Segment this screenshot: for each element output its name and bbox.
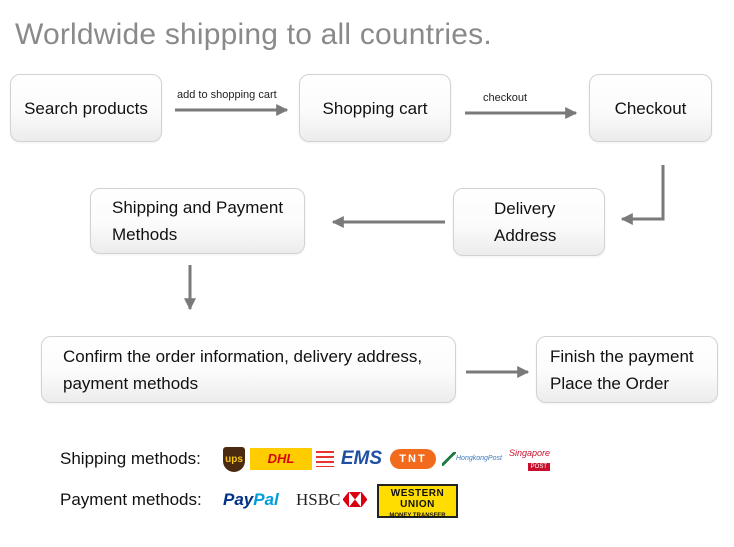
hongkong-post-logo-icon: HongkongPost (442, 446, 502, 472)
hsbc-logo-icon: HSBC (296, 490, 341, 509)
dhl-logo-icon: DHL (250, 448, 312, 470)
western-union-logo-icon: WESTERN UNION MONEY TRANSFER (377, 484, 458, 519)
paypal-logo-icon: PayPal (223, 488, 279, 512)
step-label: Shopping cart (322, 98, 428, 118)
arrow-label-checkout: checkout (483, 92, 528, 104)
singapore-post-badge: POST (527, 463, 550, 471)
payment-methods-label: Payment methods: (60, 490, 202, 509)
step-label-line-1: Shipping and Payment (112, 198, 284, 217)
ups-logo-icon: ups (223, 447, 245, 472)
step-label-line-2: Place the Order (550, 373, 670, 393)
step-label-line-1: Finish the payment (550, 346, 694, 366)
step-shipping-payment-methods: Shipping and Payment Methods (90, 188, 305, 254)
step-shopping-cart: Shopping cart (299, 74, 451, 142)
tnt-logo-icon: TNT (390, 449, 436, 469)
ems-logo-icon: EMS (316, 448, 382, 470)
step-label-line-1: Confirm the order information, delivery … (63, 346, 423, 366)
step-checkout: Checkout (589, 74, 712, 142)
page-title: Worldwide shipping to all countries. (15, 18, 492, 51)
step-confirm-order: Confirm the order information, delivery … (41, 336, 456, 403)
step-label-line-2: Address (494, 226, 557, 245)
step-label: Checkout (614, 98, 687, 118)
western-union-line-1: WESTERN (390, 488, 445, 499)
shipping-methods-label: Shipping methods: (60, 449, 201, 468)
western-union-line-2: UNION (400, 499, 435, 510)
step-delivery-address: Delivery Address (453, 188, 605, 256)
step-search-products: Search products (10, 74, 162, 142)
paypal-wordmark-pay: Pay (223, 490, 254, 509)
hsbc-hexagon-icon (343, 492, 367, 507)
western-union-subtitle: MONEY TRANSFER (389, 513, 446, 519)
arrow-label-add-to-cart: add to shopping cart (177, 89, 277, 101)
singapore-post-logo-icon: Singapore POST (502, 447, 550, 471)
step-finish-payment: Finish the payment Place the Order (536, 336, 718, 403)
arrow-checkout-to-delivery (620, 165, 665, 225)
step-label: Search products (24, 98, 148, 118)
paypal-wordmark-pal: Pal (253, 490, 279, 509)
step-label-line-2: payment methods (63, 373, 199, 393)
step-label-line-1: Delivery (494, 199, 556, 218)
step-label-line-2: Methods (112, 225, 178, 244)
singapore-post-wordmark: Singapore (508, 448, 550, 458)
